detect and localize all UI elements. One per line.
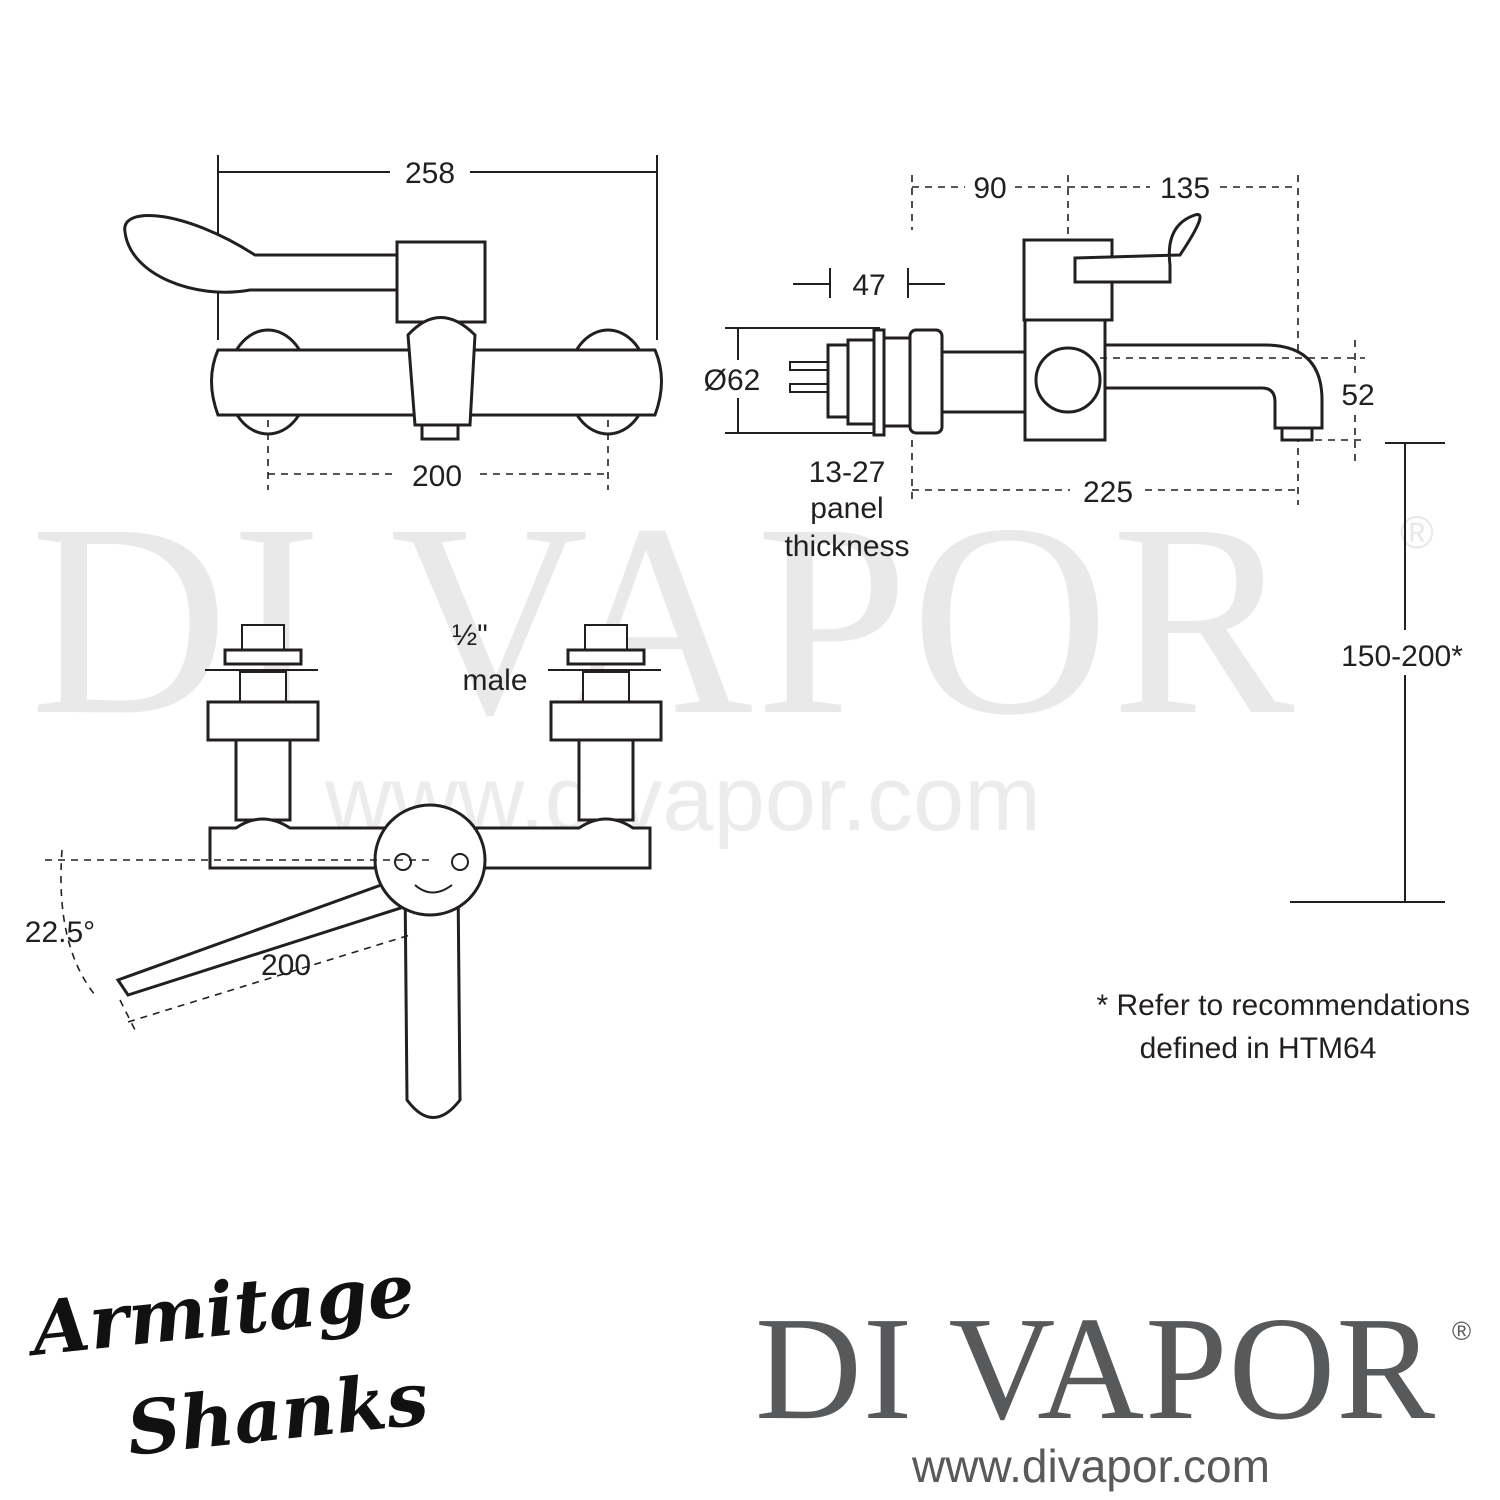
dim-90: 90 bbox=[973, 172, 1006, 205]
plan-view: ½" male 22.5° 200 bbox=[25, 619, 663, 1119]
lever-straight bbox=[403, 878, 462, 1119]
manufacturer-logo-line-2: Shanks bbox=[123, 1356, 432, 1473]
left-inlet-nut bbox=[223, 648, 303, 666]
footnote-line-1: * Refer to recommendations bbox=[1096, 989, 1470, 1022]
hub-screw-right bbox=[451, 853, 469, 871]
dim-lever-angle: 22.5° bbox=[25, 916, 95, 949]
retailer-url: www.divapor.com bbox=[911, 1440, 1270, 1492]
left-inlet-body bbox=[239, 671, 287, 703]
dim-spout-height: 150-200* bbox=[1341, 640, 1463, 673]
inlet-fraction-label: ½" bbox=[452, 619, 488, 652]
inlet-pin-bottom bbox=[789, 383, 831, 393]
wall-flange-side bbox=[908, 328, 944, 435]
left-leg bbox=[234, 738, 292, 822]
hub-indicator bbox=[414, 884, 453, 894]
right-inlet-nut bbox=[566, 648, 646, 666]
left-flange bbox=[206, 700, 320, 742]
side-view: 90 135 47 Ø62 bbox=[704, 172, 1463, 903]
retailer-logo: DI VAPOR ® www.divapor.com bbox=[755, 1287, 1471, 1492]
dim-diameter: Ø62 bbox=[704, 364, 761, 397]
hub-screw-left bbox=[394, 853, 412, 871]
dim-47: 47 bbox=[852, 269, 885, 302]
panel-thickness-label-1: panel bbox=[810, 492, 883, 525]
lever-paddle bbox=[123, 214, 402, 294]
inlet-type-label: male bbox=[462, 664, 527, 697]
cartridge-head bbox=[395, 240, 487, 324]
angle-arc bbox=[60, 849, 96, 996]
spout-front bbox=[406, 316, 477, 427]
right-leg bbox=[577, 738, 635, 822]
lever-length-ext-left bbox=[119, 999, 136, 1031]
dim-lever-length: 200 bbox=[261, 949, 311, 982]
footnote-line-2: defined in HTM64 bbox=[1140, 1032, 1377, 1065]
body-boss-side bbox=[1034, 346, 1102, 414]
panel-thickness-label-2: thickness bbox=[784, 530, 909, 563]
lever-side bbox=[1073, 213, 1202, 284]
aerator bbox=[1280, 426, 1314, 442]
spout-side bbox=[1103, 343, 1324, 430]
left-inlet-thread bbox=[241, 624, 285, 654]
manufacturer-logo-line-1: Armitage bbox=[22, 1247, 419, 1373]
dim-135: 135 bbox=[1160, 172, 1210, 205]
right-inlet-body bbox=[582, 671, 630, 703]
dim-52: 52 bbox=[1341, 379, 1374, 412]
right-inlet-thread bbox=[584, 624, 628, 654]
lever-length-dimension bbox=[127, 934, 411, 1023]
retailer-logo-name: DI VAPOR bbox=[755, 1287, 1436, 1451]
dim-centres: 200 bbox=[412, 460, 462, 493]
dim-overall-width: 258 bbox=[405, 157, 455, 190]
dim-225: 225 bbox=[1083, 476, 1133, 509]
footnote: * Refer to recommendations defined in HT… bbox=[1096, 989, 1470, 1065]
inlet-pin-top bbox=[789, 361, 831, 371]
spout-outlet bbox=[420, 423, 460, 441]
panel-thickness-range: 13-27 bbox=[809, 456, 886, 489]
front-view: 258 200 bbox=[123, 155, 663, 493]
right-flange bbox=[549, 700, 663, 742]
body-pipe-side bbox=[940, 350, 1032, 414]
locknut bbox=[882, 336, 912, 428]
manufacturer-logo: Armitage Shanks bbox=[22, 1247, 432, 1473]
retailer-registered-mark: ® bbox=[1452, 1316, 1471, 1346]
